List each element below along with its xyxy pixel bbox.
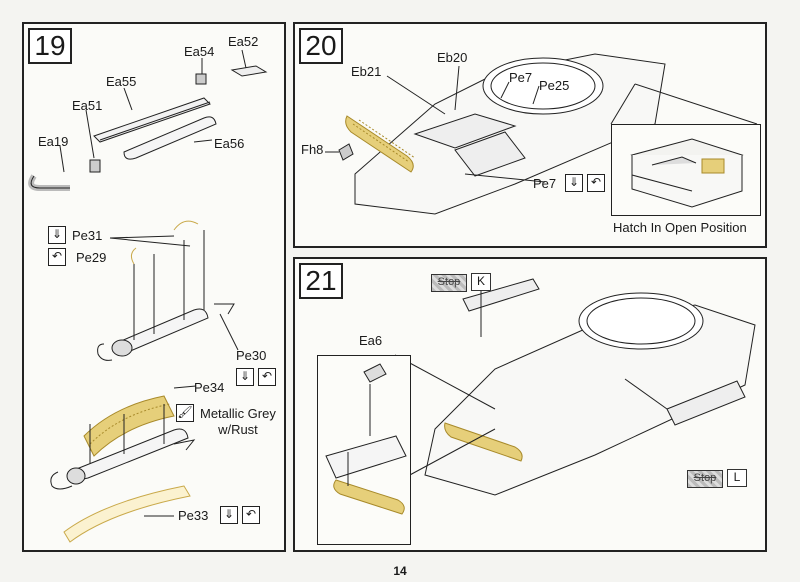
part-label-pe30: Pe30 bbox=[236, 348, 267, 363]
part-label-ea52: Ea52 bbox=[228, 34, 259, 49]
step-21-panel: 21 bbox=[293, 257, 767, 552]
step-number: 19 bbox=[28, 28, 72, 64]
part-label-pe7-b: Pe7 bbox=[533, 176, 557, 191]
part-label-pe31: Pe31 bbox=[72, 228, 103, 243]
part-label-eb21: Eb21 bbox=[351, 64, 382, 79]
step-19-drawing bbox=[28, 49, 268, 543]
bend-curve-icon: ↶ bbox=[242, 506, 260, 524]
step-20-panel: 20 Eb20 Eb21 Pe7 bbox=[293, 22, 767, 248]
part-label-pe7: Pe7 bbox=[509, 70, 533, 85]
part-label-ea56: Ea56 bbox=[214, 136, 245, 151]
paint-brush-icon: 🖌 bbox=[176, 404, 194, 422]
bend-down-icon: ⇓ bbox=[48, 226, 66, 244]
paint-callout: Metallic Grey w/Rust bbox=[200, 406, 276, 437]
exhaust-detail-inset bbox=[317, 355, 411, 545]
exhaust-detail-drawing bbox=[325, 363, 407, 515]
part-label-pe34: Pe34 bbox=[194, 380, 225, 395]
stop-letter: K bbox=[471, 273, 491, 291]
bend-down-icon: ⇓ bbox=[236, 368, 254, 386]
stop-letter: L bbox=[727, 469, 747, 487]
hatch-detail-drawing bbox=[630, 138, 744, 208]
part-label-pe25: Pe25 bbox=[539, 78, 570, 93]
hatch-detail-inset bbox=[611, 124, 761, 216]
bend-down-icon: ⇓ bbox=[220, 506, 238, 524]
bend-down-icon: ⇓ bbox=[565, 174, 583, 192]
part-label-ea54: Ea54 bbox=[184, 44, 215, 59]
part-label-eb20: Eb20 bbox=[437, 50, 468, 65]
step-19-panel: 19 bbox=[22, 22, 286, 552]
bend-curve-icon: ↶ bbox=[587, 174, 605, 192]
hatch-caption: Hatch In Open Position bbox=[613, 220, 747, 235]
part-label-pe29: Pe29 bbox=[76, 250, 107, 265]
part-label-fh8: Fh8 bbox=[301, 142, 324, 157]
step-21-drawing bbox=[394, 278, 756, 496]
part-label-ea55: Ea55 bbox=[106, 74, 137, 89]
part-label-pe33: Pe33 bbox=[178, 508, 209, 523]
stop-tag: Stop bbox=[431, 274, 467, 292]
stop-tag: Stop bbox=[687, 470, 723, 488]
bend-curve-icon: ↶ bbox=[258, 368, 276, 386]
part-label-ea51: Ea51 bbox=[72, 98, 103, 113]
page-number: 14 bbox=[393, 564, 407, 578]
step-20-drawing bbox=[325, 53, 758, 215]
step-number: 20 bbox=[299, 28, 343, 64]
part-label-ea6: Ea6 bbox=[359, 333, 383, 348]
part-label-ea19: Ea19 bbox=[38, 134, 69, 149]
bend-curve-icon: ↶ bbox=[48, 248, 66, 266]
step-number: 21 bbox=[299, 263, 343, 299]
